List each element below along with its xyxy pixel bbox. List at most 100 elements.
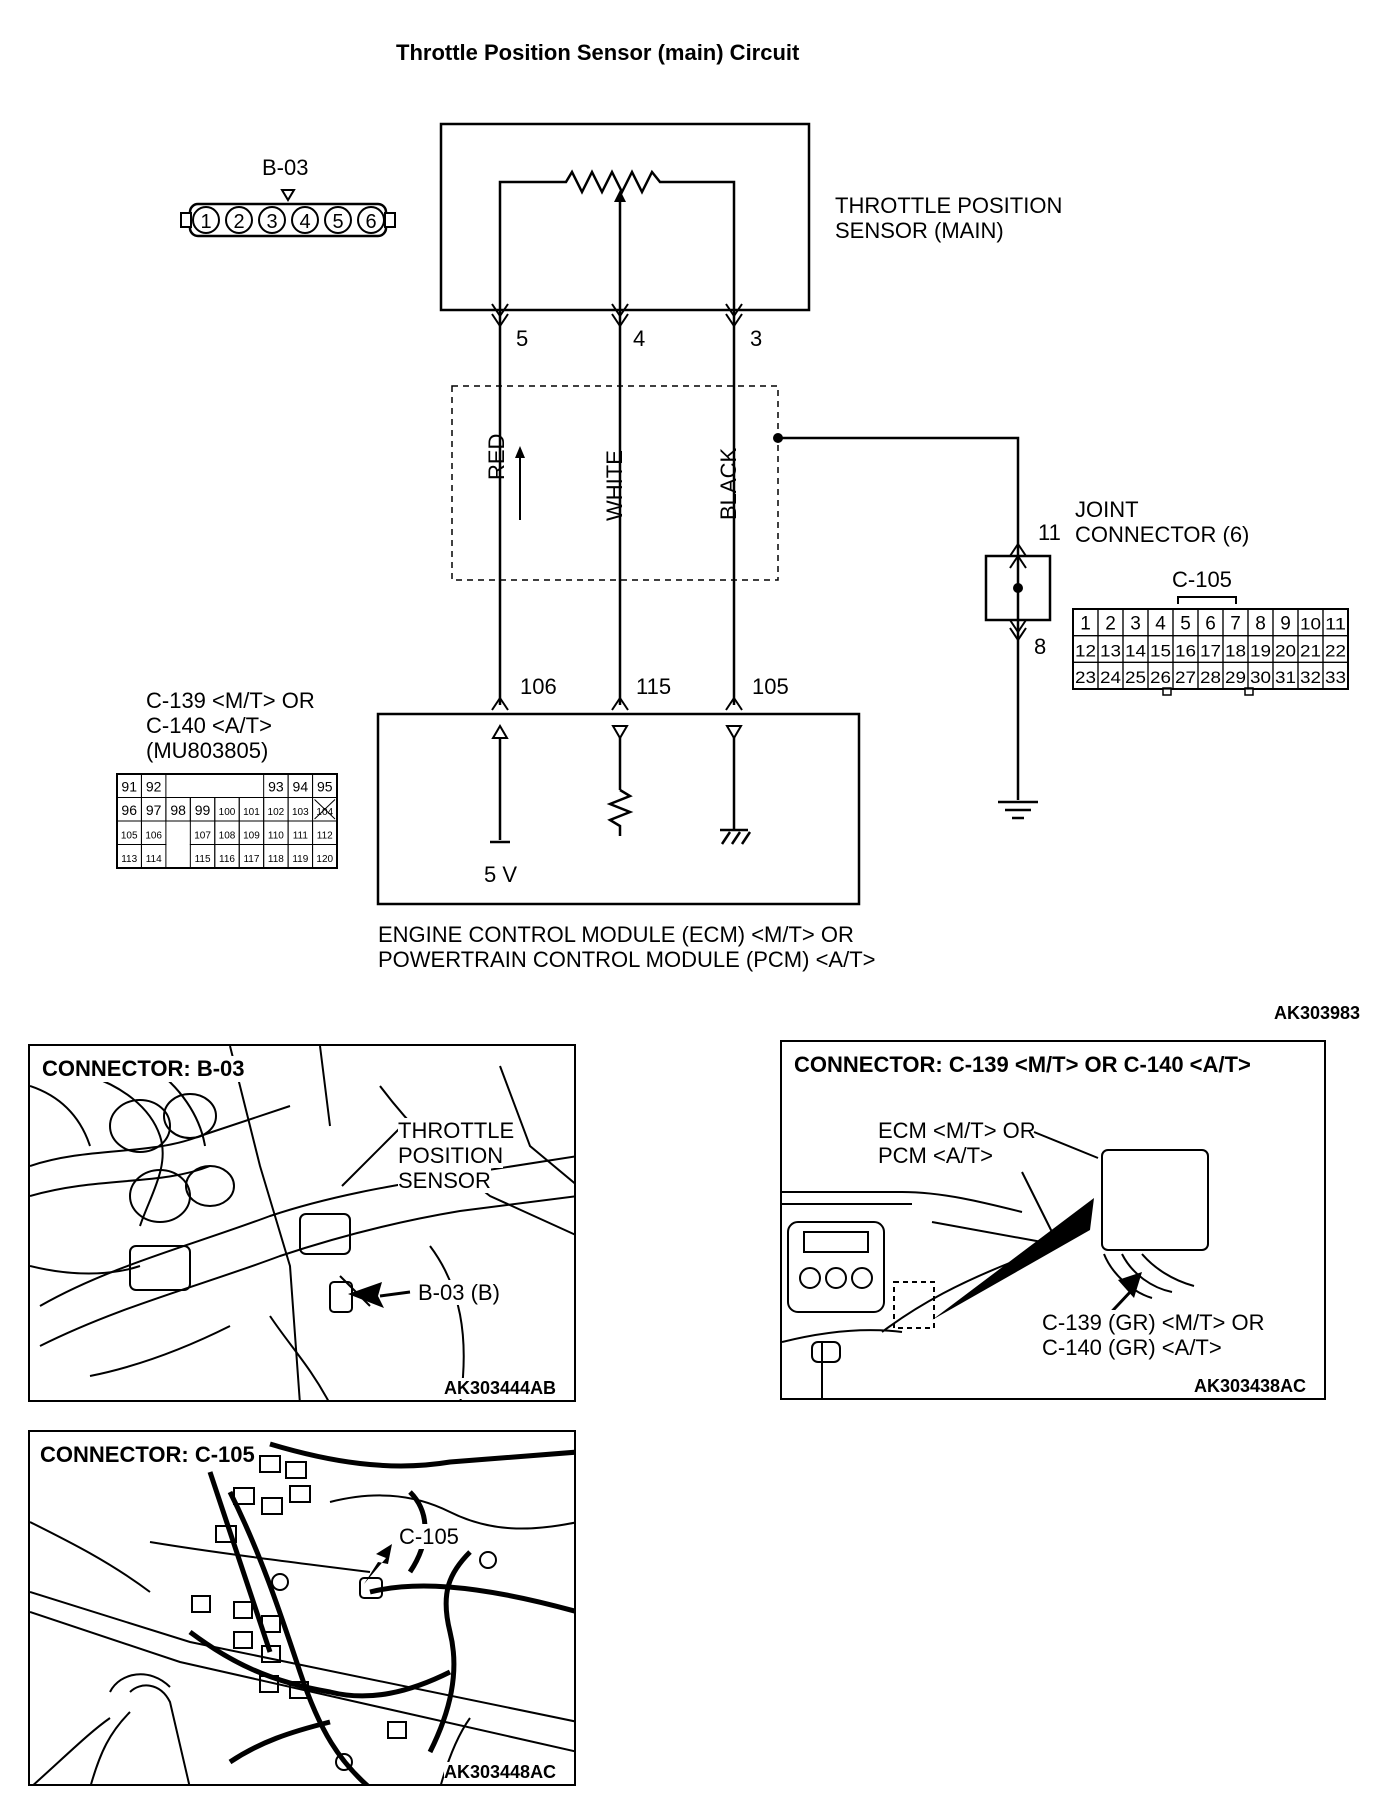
svg-text:2: 2 [1105,614,1116,635]
svg-text:6: 6 [1205,614,1216,635]
ecm-terminal-115: 115 [636,674,672,699]
svg-text:2: 2 [233,211,244,233]
svg-text:1: 1 [1080,614,1091,635]
ecm-pin: 114 [140,844,167,869]
svg-text:93: 93 [268,779,284,795]
harness-dashed-box [451,385,779,581]
panel-b03-title: CONNECTOR: B-03 [42,1056,249,1082]
panel-b03-label-line1: THROTTLE [398,1118,515,1143]
panel-c139-label-line2: PCM <A/T> [878,1143,993,1168]
svg-text:18: 18 [1225,641,1246,660]
sensor-name-line1: THROTTLE POSITION [835,193,1063,218]
svg-text:6: 6 [365,211,376,233]
b03-pin: 1 [192,206,220,234]
svg-text:114: 114 [146,854,162,865]
sensor-name-line2: SENSOR (MAIN) [835,218,1004,243]
sensor-box [439,122,811,312]
svg-text:107: 107 [194,831,211,842]
b03-pin: 4 [291,206,319,234]
b03-engine-illustration [30,1046,574,1400]
svg-text:4: 4 [299,211,310,233]
ecm-terminal-106: 106 [520,674,557,699]
ecm-voltage-label: 5 V [484,862,518,887]
ecm-connector-line1: C-139 <M/T> OR [146,688,315,713]
sensor-terminal-4: 4 [633,326,646,351]
panel-b03-code: AK303444AB [444,1378,557,1399]
b03-pin: 5 [324,206,352,234]
svg-text:5: 5 [1180,614,1191,635]
svg-text:115: 115 [195,854,211,865]
ecm-name-line1: ENGINE CONTROL MODULE (ECM) <M/T> OR [378,922,854,947]
ecm-name-line2: POWERTRAIN CONTROL MODULE (PCM) <A/T> [378,947,876,972]
svg-text:99: 99 [195,802,211,818]
svg-text:104: 104 [316,807,333,818]
svg-text:7: 7 [1230,614,1241,635]
svg-text:96: 96 [121,802,137,818]
panel-connector-c139: CONNECTOR: C-139 <M/T> OR C-140 <A/T> EC… [780,1040,1326,1400]
svg-text:20: 20 [1275,641,1296,660]
panel-b03-label-line3: SENSOR [398,1168,491,1193]
svg-text:94: 94 [293,779,309,795]
svg-text:21: 21 [1300,641,1321,660]
svg-text:32: 32 [1300,668,1321,687]
joint-pin-8: 8 [1034,634,1047,659]
svg-text:118: 118 [268,854,284,865]
ecm-pin: 120 [312,844,338,869]
panel-b03-label-line2: POSITION [398,1143,504,1168]
svg-text:12: 12 [1075,641,1096,660]
c105-connector-label: C-105 [1172,567,1232,592]
potentiometer-resistor [498,169,736,310]
svg-text:91: 91 [121,779,137,795]
svg-text:113: 113 [121,854,137,865]
svg-text:100: 100 [219,807,236,818]
svg-text:110: 110 [268,831,284,842]
svg-text:108: 108 [219,831,236,842]
svg-text:103: 103 [292,807,309,818]
svg-text:26: 26 [1150,668,1171,687]
wire-ground [778,436,1020,800]
b03-connector-label: B-03 [262,155,309,180]
svg-text:4: 4 [1155,614,1166,635]
svg-text:5: 5 [332,211,343,233]
svg-text:25: 25 [1125,668,1146,687]
svg-text:116: 116 [219,854,235,865]
svg-text:98: 98 [170,802,186,818]
svg-text:9: 9 [1280,614,1291,635]
svg-text:112: 112 [317,831,333,842]
svg-text:95: 95 [317,779,333,795]
panel-c139-label-line1: ECM <M/T> OR [878,1118,1036,1143]
svg-text:105: 105 [121,831,138,842]
panel-c105-callout: C-105 [399,1524,459,1549]
b03-pin: 2 [225,206,253,234]
panel-connector-c105: CONNECTOR: C-105 C-105 AK303448AC [28,1430,576,1786]
ecm-terminal-105: 105 [752,674,789,699]
svg-text:92: 92 [146,779,162,795]
figure-code: AK303983 [1274,1003,1361,1023]
svg-text:17: 17 [1200,641,1221,660]
svg-text:22: 22 [1325,641,1346,660]
joint-pin-11: 11 [1038,520,1061,545]
svg-text:3: 3 [1130,614,1141,635]
c105-console-illustration [30,1441,574,1784]
wire-color-white: WHITE [602,450,627,521]
panel-c139-title: CONNECTOR: C-139 <M/T> OR C-140 <A/T> [794,1052,1251,1077]
svg-text:8: 8 [1255,614,1266,635]
c139-dashboard-illustration [782,1131,1209,1398]
svg-text:19: 19 [1250,641,1271,660]
svg-text:3: 3 [266,211,277,233]
svg-text:101: 101 [243,807,260,818]
b03-pin: 6 [357,206,385,234]
svg-text:119: 119 [292,854,308,865]
panel-c105-code: AK303448AC [444,1762,557,1783]
svg-text:13: 13 [1100,641,1121,660]
svg-text:29: 29 [1225,668,1246,687]
panel-c139-code: AK303438AC [1194,1376,1307,1397]
panel-c139-callout-line1: C-139 (GR) <M/T> OR [1042,1310,1265,1335]
panel-c139-callout-line2: C-140 (GR) <A/T> [1042,1335,1222,1360]
ecm-box [376,712,861,906]
svg-text:117: 117 [243,854,259,865]
svg-text:15: 15 [1150,641,1171,660]
svg-text:97: 97 [146,802,162,818]
svg-text:27: 27 [1175,668,1196,687]
ecm-connector-line2: C-140 <A/T> [146,713,272,738]
